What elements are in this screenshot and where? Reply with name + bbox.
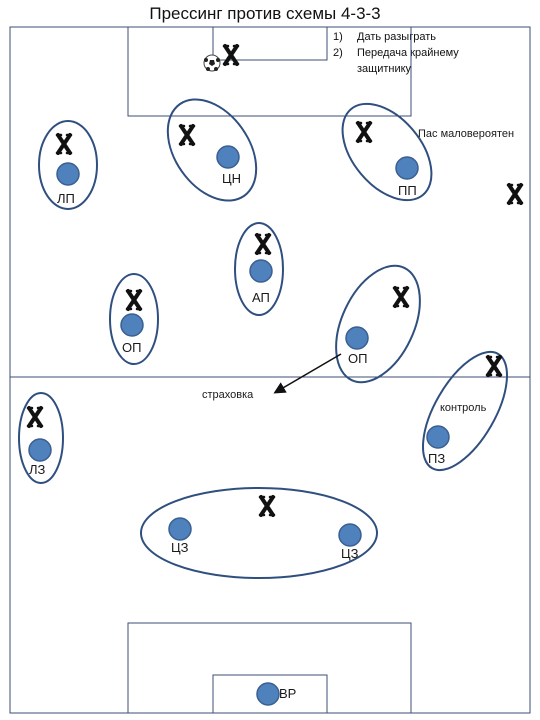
opponent-cross-icon: [125, 289, 143, 311]
players: [28, 145, 450, 706]
zone-cz: [140, 487, 378, 579]
label-op-right: ОП: [348, 351, 368, 366]
pressing-zones: [18, 98, 508, 579]
opponent-cross-icon: [355, 121, 373, 143]
player-ap: [249, 259, 273, 283]
annotation-control: контроль: [440, 402, 487, 414]
label-pz: ПЗ: [428, 451, 446, 466]
top-penalty-area: [127, 26, 412, 117]
opponent-cross-icon: [258, 495, 276, 517]
player-lz: [28, 438, 52, 462]
opponent-cross-icon: [222, 44, 240, 66]
player-pp: [395, 156, 419, 180]
label-pp: ПП: [398, 183, 417, 198]
opponent-cross-icon: [55, 133, 73, 155]
opponent-cross-icon: [254, 233, 272, 255]
player-cz-left: [168, 517, 192, 541]
player-cn: [216, 145, 240, 169]
zone-op-left: [109, 273, 159, 365]
opponent-cross-icon: [26, 406, 44, 428]
zone-lp: [38, 120, 98, 210]
label-vr: ВР: [279, 686, 297, 701]
zone-lz: [18, 392, 64, 484]
opponent-cross-icon: [506, 183, 524, 205]
opponent-cross-icon: [392, 286, 410, 308]
zone-op-right: [335, 264, 421, 384]
opponent-cross-icon: [178, 124, 196, 146]
instructions-list: 1)Дать разыграть 2)Передача крайнему защ…: [333, 29, 459, 77]
label-cz-right: ЦЗ: [341, 546, 359, 561]
opponent-cross-icon: [485, 355, 503, 377]
top-goal-area: [212, 26, 328, 61]
player-op-left: [120, 313, 144, 337]
cover-arrow: [273, 353, 342, 394]
zone-pz: [422, 350, 508, 472]
instruction-2: 2)Передача крайнему: [333, 47, 459, 59]
player-cz-right: [338, 523, 362, 547]
zone-cn: [166, 98, 258, 202]
annotation-pass-unlikely: Пас маловероятен: [418, 128, 515, 140]
bottom-goal-area: [212, 674, 328, 714]
zone-ap: [234, 222, 284, 316]
player-pz: [426, 425, 450, 449]
pitch-lines: [9, 26, 531, 714]
label-op-left: ОП: [122, 340, 142, 355]
player-vr: [256, 682, 280, 706]
player-lp: [56, 162, 80, 186]
label-cn: ЦН: [222, 171, 242, 186]
player-op-right: [345, 326, 369, 350]
label-lp: ЛП: [57, 191, 75, 206]
instruction-1: 1)Дать разыграть: [333, 31, 436, 43]
zone-pp: [341, 102, 433, 202]
label-lz: ЛЗ: [29, 462, 46, 477]
annotation-cover: страховка: [202, 389, 254, 401]
ball-icon: [203, 54, 221, 72]
diagram-title: Прессинг против схемы 4-3-3: [149, 4, 381, 23]
label-cz-left: ЦЗ: [171, 540, 189, 555]
label-ap: АП: [252, 290, 270, 305]
instruction-2-continued: защитнику: [357, 63, 412, 75]
